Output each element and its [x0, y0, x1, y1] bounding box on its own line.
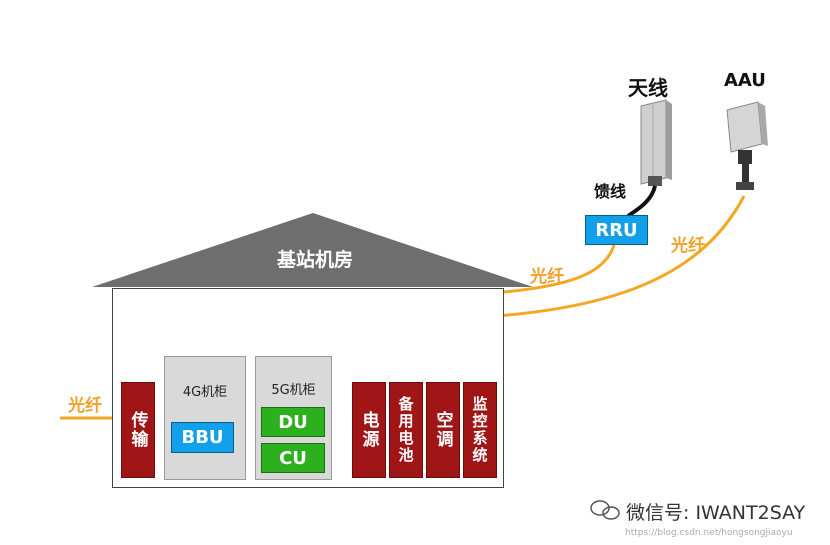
feeder-cable	[626, 185, 657, 218]
cabinet-4g-label: 4G机柜	[182, 385, 228, 400]
cu-box: CU	[261, 443, 325, 473]
air-conditioning-box: 空调	[426, 382, 460, 478]
wechat-icon	[590, 500, 620, 520]
aau-icon	[726, 101, 768, 190]
feeder-label: 馈线	[594, 182, 627, 201]
transmission-label: 传输	[127, 411, 148, 449]
monitoring-system-box: 监控系统	[463, 382, 497, 478]
backup-battery-label: 备用电池	[396, 396, 415, 464]
bbu-label: BBU	[181, 427, 224, 448]
roof-label: 基站机房	[276, 249, 353, 271]
power-label: 电源	[358, 411, 379, 449]
cu-label: CU	[279, 447, 307, 469]
roof	[92, 213, 533, 287]
monitoring-system-label: 监控系统	[470, 396, 489, 464]
air-conditioning-label: 空调	[432, 411, 453, 449]
fiber-label-rru: 光纤	[530, 267, 564, 287]
fiber-label-aau: 光纤	[671, 236, 705, 256]
du-box: DU	[261, 407, 325, 437]
antenna-label: 天线	[628, 76, 668, 100]
cabinet-4g: 4G机柜	[164, 356, 246, 480]
rru-box: RRU	[585, 215, 648, 245]
fiber-label-left: 光纤	[68, 396, 102, 416]
antenna-icon	[640, 99, 672, 186]
watermark-text: 微信号: IWANT2SAY	[626, 502, 806, 524]
watermark-url: https://blog.csdn.net/hongsongjiaoyu	[625, 528, 793, 538]
transmission-box: 传输	[121, 382, 155, 478]
rru-label: RRU	[595, 219, 638, 241]
power-box: 电源	[352, 382, 386, 478]
backup-battery-box: 备用电池	[389, 382, 423, 478]
cabinet-5g-label: 5G机柜	[271, 383, 316, 398]
bbu-box: BBU	[171, 422, 234, 453]
du-label: DU	[278, 411, 308, 433]
aau-label: AAU	[724, 70, 766, 91]
